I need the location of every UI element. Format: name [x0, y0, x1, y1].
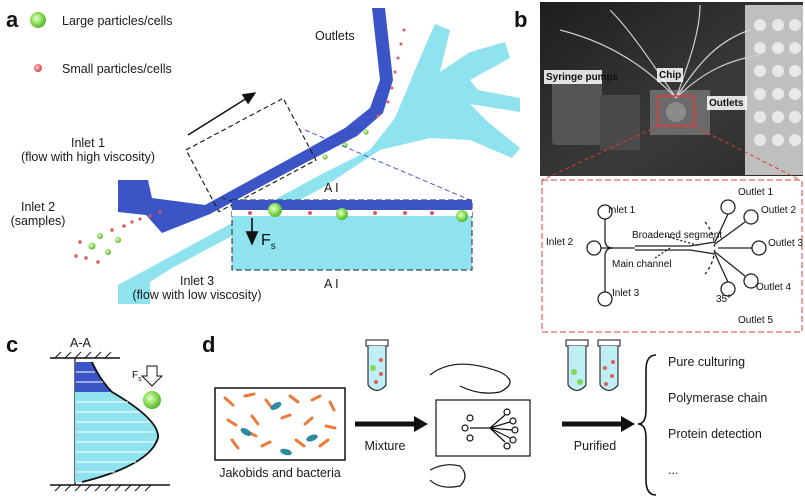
panel-a-label: a — [6, 7, 19, 32]
hand-with-chip — [429, 363, 531, 488]
panel-c-label: c — [6, 332, 18, 357]
application-item: ... — [668, 463, 678, 477]
panel-b-label: b — [514, 7, 527, 32]
low-viscosity-profile — [75, 392, 159, 482]
panel-c: c A-A Fs — [6, 332, 170, 492]
purified-tube-2 — [597, 339, 621, 391]
flow-direction-arrow — [187, 92, 257, 136]
inlet2-chip-label: Inlet 2 — [546, 237, 574, 248]
bacteria-rods — [223, 392, 337, 450]
outlet2-label: Outlet 2 — [761, 205, 796, 216]
cross-section-inset: Fs — [231, 199, 473, 271]
force-label: Fs — [261, 232, 276, 252]
outlet3-label: Outlet 3 — [768, 238, 803, 249]
legend-small-label: Small particles/cells — [62, 62, 172, 76]
applications-brace — [637, 354, 657, 496]
zoom-connector-right — [304, 129, 471, 201]
chip-design-box — [541, 179, 803, 333]
angle-label: 35° — [716, 294, 731, 305]
syringe-pumps-label: Syringe pumps — [546, 72, 619, 83]
chip-zoom-line-right — [693, 125, 801, 181]
force-label-c: Fs — [132, 370, 142, 383]
legend-large-label: Large particles/cells — [62, 14, 172, 28]
section-high-viscosity-layer — [232, 200, 472, 210]
outlet1-label: Outlet 1 — [738, 187, 773, 198]
application-item: Pure culturing — [668, 355, 745, 369]
high-viscosity-channel — [118, 8, 393, 233]
panel-b: b — [514, 2, 803, 333]
outlet4-label: Outlet 4 — [756, 282, 791, 293]
section-large-particle — [456, 210, 468, 222]
section-label-top: A I — [324, 181, 339, 195]
mixture-tube — [365, 339, 389, 391]
high-viscosity-profile — [75, 362, 112, 392]
broadened-segment-label: Broadened segment — [632, 230, 722, 241]
panel-d-label: d — [202, 332, 215, 357]
large-particle-legend-icon — [30, 12, 46, 28]
inlet1-label: Inlet 1 — [71, 136, 105, 150]
purified-tube-1 — [565, 339, 589, 391]
zoom-connector-left — [221, 197, 237, 203]
sample-label: Jakobids and bacteria — [219, 466, 341, 480]
mixture-label: Mixture — [365, 439, 406, 453]
mixture-arrowhead — [414, 416, 428, 432]
channel-particles — [74, 28, 406, 264]
application-item: Protein detection — [668, 427, 762, 441]
velocity-profile-curve — [81, 361, 159, 483]
setup-photo: Syringe pumps Chip Outlets — [540, 2, 803, 176]
section-aa-label: A-A — [70, 336, 92, 350]
large-particle-icon — [143, 391, 161, 409]
main-channel-label: Main channel — [612, 259, 671, 270]
velocity-arrows — [76, 371, 154, 473]
purified-label: Purified — [574, 439, 616, 453]
section-large-particle — [336, 208, 348, 220]
low-viscosity-channel — [118, 24, 520, 304]
inlet2-sublabel: (samples) — [11, 214, 66, 228]
inlet2-label: Inlet 2 — [21, 200, 55, 214]
force-down-arrow — [140, 365, 164, 387]
inlet1-sublabel: (flow with high viscosity) — [21, 150, 155, 164]
section-label-bottom: A I — [324, 277, 339, 291]
panel-a: a Large particles/cells Small particles/… — [6, 7, 520, 304]
photo-outlets-label: Outlets — [709, 98, 744, 109]
chip-label: Chip — [659, 70, 681, 81]
purified-arrowhead — [621, 416, 635, 432]
zoom-region-box — [185, 97, 317, 213]
jakobid-cells — [240, 402, 318, 456]
section-interface — [232, 210, 472, 216]
chip-channel-design — [586, 199, 767, 307]
inlet1-chip-label: Inlet 1 — [608, 205, 636, 216]
inlet3-chip-label: Inlet 3 — [612, 288, 640, 299]
application-item: Polymerase chain — [668, 391, 767, 405]
outlet5-label: Outlet 5 — [738, 315, 773, 326]
inlet3-sublabel: (flow with low viscosity) — [132, 288, 261, 302]
section-large-particle — [268, 203, 282, 217]
wall-hatching — [54, 351, 152, 492]
inlet3-label: Inlet 3 — [180, 274, 214, 288]
panel-d: d Jakobids and bacteria Mixture — [202, 332, 767, 496]
chip-zoom-line-left — [541, 125, 659, 181]
small-particle-legend-icon — [34, 64, 42, 72]
outlets-label: Outlets — [315, 29, 355, 43]
